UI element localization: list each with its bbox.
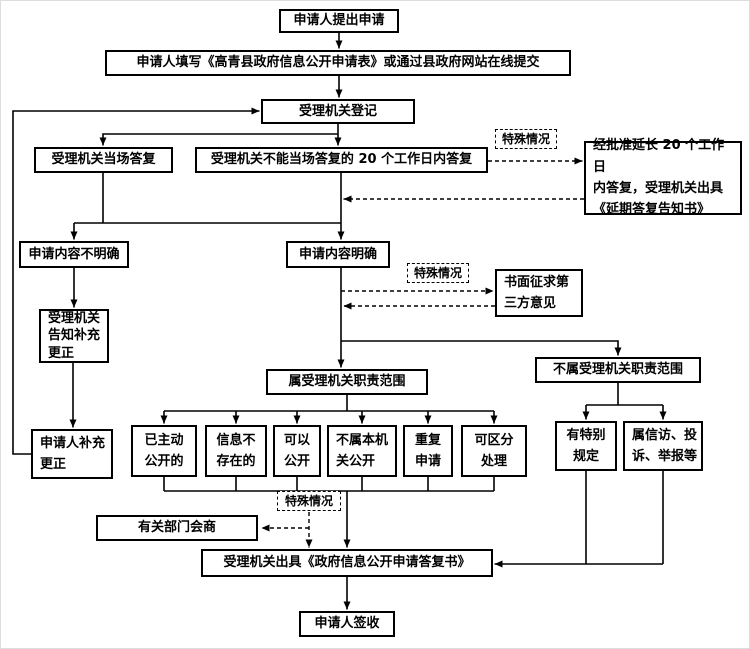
node-apply: 申请人提出申请 (279, 9, 399, 33)
node-separable: 可区分 处理 (461, 425, 527, 477)
node-fill-form: 申请人填写《高青县政府信息公开申请表》或通过县政府网站在线提交 (105, 50, 571, 76)
label-special-case-2: 特殊情况 (407, 263, 469, 283)
node-not-exist: 信息不 存在的 (205, 425, 267, 477)
node-notify-supplement: 受理机关 告知补充 更正 (39, 309, 109, 363)
node-clear: 申请内容明确 (286, 241, 390, 268)
node-reply-20days: 受理机关不能当场答复的 20 个工作日内答复 (195, 147, 488, 173)
label-special-case-1: 特殊情况 (495, 129, 557, 149)
node-issue-reply: 受理机关出具《政府信息公开申请答复书》 (201, 549, 493, 577)
node-supplement: 申请人补充 更正 (31, 429, 113, 479)
node-unclear: 申请内容不明确 (19, 241, 129, 268)
node-petition: 属信访、投 诉、举报等 (623, 421, 703, 471)
label-special-case-3: 特殊情况 (277, 491, 341, 511)
node-register: 受理机关登记 (261, 99, 415, 124)
edge-supplement-register-loop (12, 107, 260, 455)
node-not-this-org: 不属本机 关公开 (327, 425, 397, 477)
node-repeat-apply: 重复 申请 (403, 425, 453, 477)
edge-clear-outscope (341, 340, 622, 356)
node-out-scope: 不属受理机关职责范围 (535, 357, 701, 383)
edge-register-onsite (99, 133, 338, 146)
node-can-public: 可以 公开 (273, 425, 321, 477)
node-special-rule: 有特别 规定 (555, 421, 617, 471)
node-onsite-reply: 受理机关当场答复 (34, 147, 173, 173)
node-consult: 有关部门会商 (96, 515, 258, 541)
node-in-scope: 属受理机关职责范围 (266, 369, 428, 395)
node-sign: 申请人签收 (299, 611, 395, 637)
node-extend-reply: 经批准延长 20 个工作日 内答复，受理机关出具 《延期答复告知书》 (584, 138, 742, 217)
node-already-public: 已主动 公开的 (131, 425, 197, 477)
node-third-party: 书面征求第 三方意见 (495, 269, 583, 317)
